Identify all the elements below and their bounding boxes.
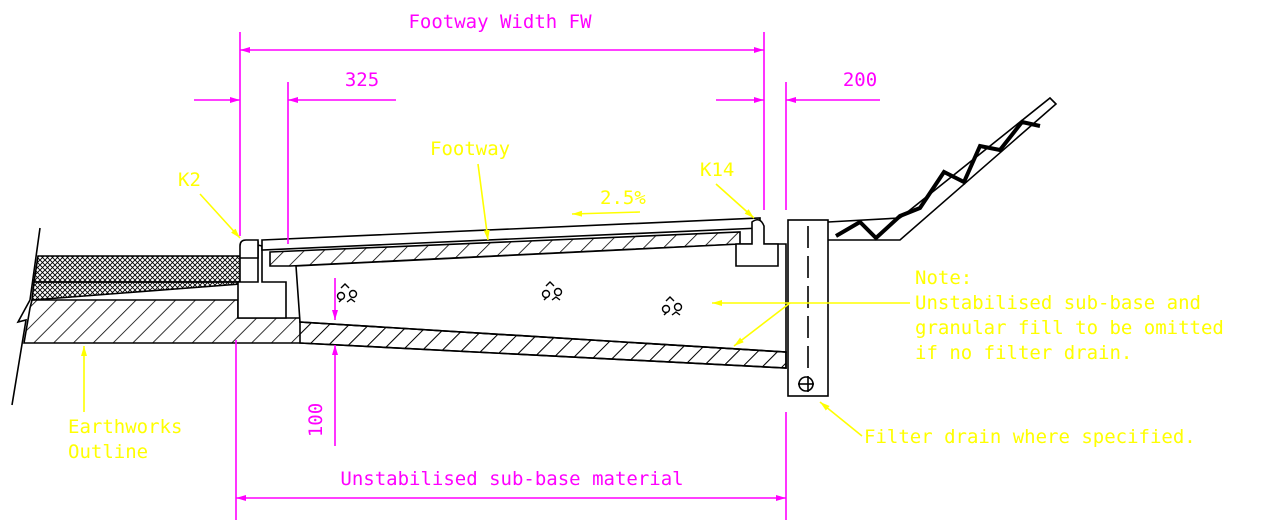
- subbase-label: Unstabilised sub-base material: [340, 468, 683, 490]
- k14-label: K14: [700, 159, 734, 181]
- dim-100-label: 100: [305, 403, 327, 437]
- slope-label: 2.5%: [600, 187, 646, 209]
- earthworks-label-1: Earthworks: [68, 416, 182, 438]
- note-line-3: if no filter drain.: [915, 342, 1132, 364]
- earthworks-break-line: [11, 227, 41, 406]
- granular-fill-symbols: [336, 281, 683, 316]
- note-line-2: granular fill to be omitted: [915, 317, 1224, 339]
- section-linework: [11, 96, 1058, 406]
- note-title: Note:: [915, 267, 972, 289]
- dim-200-label: 200: [843, 69, 877, 91]
- note-line-1: Unstabilised sub-base and: [915, 292, 1201, 314]
- carriageway-surfacing: [33, 255, 241, 283]
- k2-label: K2: [178, 169, 201, 191]
- dimension-text: Footway Width FW 325 200 100 Unstabilise…: [305, 11, 877, 490]
- kerb-k2-face: [239, 239, 259, 259]
- dimension-lines: [194, 32, 880, 520]
- earthworks-label-2: Outline: [68, 441, 148, 463]
- footway-width-label: Footway Width FW: [408, 11, 592, 33]
- embankment-slope: [828, 96, 1058, 241]
- embankment-zigzag: [834, 119, 1041, 241]
- verge-top: [827, 217, 901, 223]
- subbase-outline: [295, 243, 787, 353]
- annotation-leaders: [81, 163, 910, 437]
- annotation-text: K2 Footway 2.5% K14 Note: Unstabilised s…: [68, 138, 1224, 463]
- filter-drain-label: Filter drain where specified.: [864, 426, 1196, 448]
- subbase-hatched-bottom: [299, 321, 787, 369]
- carriageway-base: [31, 281, 241, 301]
- kerb-k14: [735, 218, 779, 267]
- dim-325-label: 325: [345, 69, 379, 91]
- kerb-k2: [237, 241, 287, 319]
- footway-label: Footway: [430, 138, 510, 160]
